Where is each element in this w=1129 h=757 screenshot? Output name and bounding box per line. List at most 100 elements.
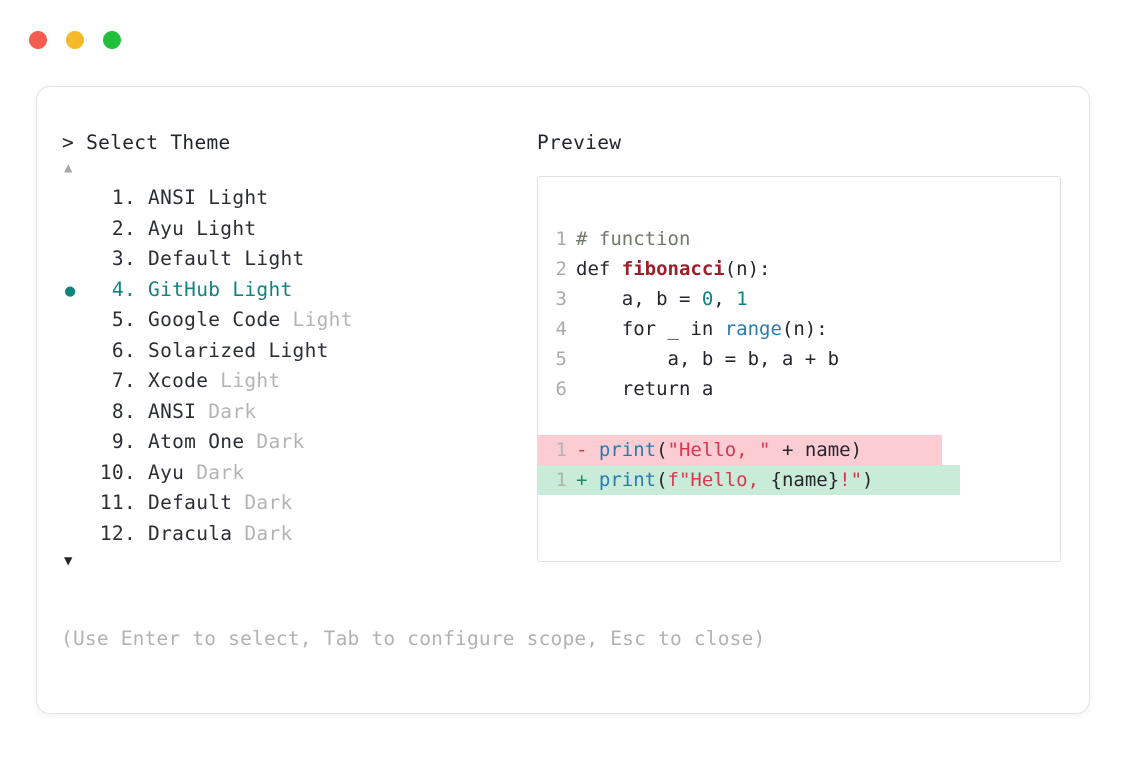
theme-item-number: 6.	[111, 338, 136, 362]
code-token-plain: )	[862, 469, 874, 491]
code-token-builtin: print	[598, 439, 657, 461]
theme-list-item[interactable]: ● 4. GitHub Light	[62, 275, 522, 306]
theme-item-number: 11.	[99, 491, 136, 514]
theme-item-variant: Light	[232, 277, 293, 301]
theme-item-name: Default	[136, 491, 245, 514]
line-number: 1	[555, 439, 567, 461]
theme-item-number: 4.	[111, 277, 136, 301]
code-line: 4 for _ in range(n):	[538, 314, 1060, 344]
selection-dot-icon: ●	[65, 280, 76, 301]
window-controls	[29, 31, 121, 49]
minimize-dot[interactable]	[66, 31, 84, 49]
code-token-builtin: range	[724, 318, 782, 340]
code-diff-spacer	[538, 404, 1060, 435]
theme-item-name: Xcode	[136, 369, 221, 392]
diff-line-removed: 1- print("Hello, " + name)	[538, 435, 942, 465]
theme-item-name: Atom One	[136, 430, 257, 453]
code-source: return a	[576, 374, 714, 404]
code-token-func: fibonacci	[621, 258, 725, 280]
code-token-plain: ,	[713, 288, 737, 310]
theme-item-number: 5.	[111, 308, 136, 331]
theme-item-name: Dracula	[136, 521, 245, 545]
diff-sign: -	[576, 439, 599, 461]
theme-item-name: Solarized	[136, 338, 269, 362]
theme-list-item[interactable]: 6. Solarized Light	[62, 336, 522, 367]
code-token-plain: (	[656, 469, 668, 491]
theme-item-name: GitHub	[136, 277, 233, 301]
code-token-plain: + name)	[770, 439, 863, 461]
code-source: print("Hello, " + name)	[599, 435, 862, 465]
theme-item-name: ANSI	[136, 186, 209, 209]
code-source: a, b = b, a + b	[576, 344, 840, 374]
theme-item-number: 2.	[111, 216, 136, 240]
page-title: Select Theme	[86, 131, 231, 154]
line-number: 6	[555, 378, 567, 400]
line-number: 4	[555, 318, 567, 340]
theme-list-item[interactable]: 8. ANSI Dark	[62, 397, 522, 428]
theme-item-name: Default	[136, 247, 245, 270]
code-token-plain: (	[656, 439, 668, 461]
theme-item-name: Ayu	[136, 460, 197, 484]
theme-item-variant: Dark	[208, 399, 257, 423]
code-line: 6 return a	[538, 374, 1060, 404]
close-dot[interactable]	[29, 31, 47, 49]
scroll-up-icon[interactable]: ▲	[64, 160, 73, 176]
theme-list-item[interactable]: 1. ANSI Light	[62, 183, 522, 214]
code-token-string: "Hello, "	[667, 439, 771, 461]
theme-item-variant: Dark	[196, 460, 245, 484]
code-token-plain: (n):	[781, 318, 828, 340]
code-token-plain: def	[576, 258, 622, 280]
theme-item-number: 1.	[111, 186, 136, 209]
theme-item-number: 9.	[111, 430, 136, 453]
theme-item-number: 3.	[111, 247, 136, 270]
preview-title: Preview	[537, 131, 622, 154]
line-number: 3	[555, 288, 567, 310]
line-number: 1	[555, 469, 567, 491]
theme-item-name: ANSI	[136, 399, 209, 423]
theme-item-variant: Dark	[244, 491, 293, 514]
code-token-num: 1	[736, 288, 748, 310]
theme-list-item[interactable]: 11. Default Dark	[62, 488, 522, 519]
code-line: 5 a, b = b, a + b	[538, 344, 1060, 374]
theme-item-variant: Light	[292, 308, 353, 331]
theme-item-name: Google Code	[136, 308, 293, 331]
theme-list-item[interactable]: 2. Ayu Light	[62, 214, 522, 245]
line-number: 1	[555, 228, 567, 250]
scroll-down-icon[interactable]: ▼	[64, 553, 73, 569]
diff-sign: +	[576, 469, 599, 491]
code-token-num: 0	[701, 288, 714, 310]
theme-item-variant: Light	[220, 369, 281, 392]
theme-item-name: Ayu	[136, 216, 197, 240]
theme-list-item[interactable]: 10. Ayu Dark	[62, 458, 522, 489]
theme-item-number: 12.	[99, 521, 136, 545]
code-source: # function	[576, 224, 690, 254]
code-token-plain: a, b = b, a + b	[576, 348, 840, 370]
diff-line-added: 1+ print(f"Hello, {name}!")	[538, 465, 960, 495]
theme-list-item[interactable]: 5. Google Code Light	[62, 305, 522, 336]
theme-item-variant: Dark	[244, 521, 293, 545]
theme-list-item[interactable]: 12. Dracula Dark	[62, 519, 522, 550]
code-line: 3 a, b = 0, 1	[538, 284, 1060, 314]
theme-item-variant: Light	[268, 338, 329, 362]
theme-item-number: 7.	[111, 369, 136, 392]
code-source: for _ in range(n):	[576, 314, 828, 344]
maximize-dot[interactable]	[103, 31, 121, 49]
code-token-plain: (n):	[724, 258, 771, 280]
code-token-builtin: print	[598, 469, 657, 491]
theme-item-variant: Light	[244, 247, 305, 270]
code-token-comment: # function	[576, 228, 691, 250]
code-source: a, b = 0, 1	[576, 284, 748, 314]
theme-list-item[interactable]: 3. Default Light	[62, 244, 522, 275]
theme-list-item[interactable]: 7. Xcode Light	[62, 366, 522, 397]
prompt-symbol: >	[62, 131, 75, 154]
theme-list-item[interactable]: 9. Atom One Dark	[62, 427, 522, 458]
code-token-plain: for _ in	[576, 318, 725, 340]
code-token-plain: a, b =	[576, 288, 702, 310]
